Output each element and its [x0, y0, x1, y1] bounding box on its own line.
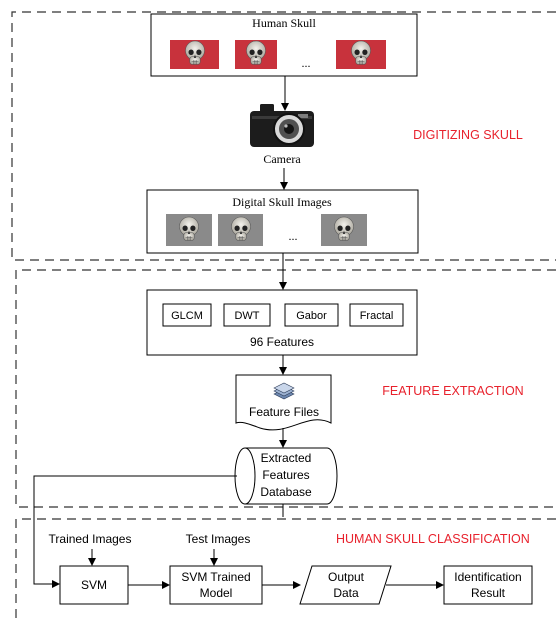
- section-label-classification: HUMAN SKULL CLASSIFICATION: [336, 532, 530, 546]
- output-data-line1: Output: [328, 570, 365, 584]
- skull-photo: [336, 40, 386, 69]
- human-skull-title: Human Skull: [252, 16, 316, 30]
- gabor-label: Gabor: [296, 310, 327, 322]
- section-label-digitizing: DIGITIZING SKULL: [413, 128, 523, 142]
- connector: [33, 475, 237, 588]
- gray-skull-photo: [321, 214, 367, 246]
- extracted-features-database: Extracted Features Database: [234, 447, 338, 505]
- dwt-label: DWT: [234, 310, 259, 322]
- output-data-node: Output Data: [299, 565, 392, 605]
- ellipsis-text: ...: [289, 229, 298, 243]
- section-boundaries: [11, 11, 556, 619]
- section-label-feature-extraction: FEATURE EXTRACTION: [382, 384, 523, 398]
- feature-files-document: Feature Files: [235, 374, 332, 431]
- test-images-label: Test Images: [186, 532, 251, 546]
- database-label-line2: Features: [262, 468, 309, 482]
- svm-trained-model-line2: Model: [200, 586, 233, 600]
- database-label-line1: Extracted: [261, 451, 312, 465]
- identification-result-line1: Identification: [454, 570, 521, 584]
- output-data-line2: Data: [333, 586, 359, 600]
- skull-photo: [170, 40, 219, 69]
- camera-icon: [250, 104, 314, 147]
- database-label-line3: Database: [260, 485, 312, 499]
- features-count-label: 96 Features: [250, 335, 314, 349]
- feature-files-label: Feature Files: [249, 405, 319, 419]
- identification-result-line2: Result: [471, 586, 506, 600]
- human-skull-box: Human Skull ...: [150, 13, 418, 77]
- feature-methods-box: GLCM DWT Gabor Fractal 96 Features: [146, 289, 418, 356]
- stack-icon: [273, 382, 295, 400]
- ellipsis-text: ...: [302, 56, 311, 70]
- trained-images-label: Trained Images: [49, 532, 132, 546]
- digital-skull-images-box: Digital Skull Images ...: [146, 189, 419, 254]
- svm-box: SVM: [59, 565, 129, 605]
- glcm-label: GLCM: [171, 310, 203, 322]
- digital-skull-images-title: Digital Skull Images: [232, 195, 332, 209]
- fractal-label: Fractal: [360, 310, 394, 322]
- feature-section-border: [15, 269, 556, 508]
- camera-label: Camera: [263, 152, 301, 166]
- classification-section-border: [15, 518, 556, 619]
- gray-skull-photo: [218, 214, 263, 246]
- skull-photo: [235, 40, 277, 69]
- identification-result-box: Identification Result: [443, 565, 533, 605]
- svm-trained-model-box: SVM Trained Model: [169, 565, 263, 605]
- svm-label: SVM: [81, 578, 107, 592]
- svm-trained-model-line1: SVM Trained: [181, 570, 250, 584]
- gray-skull-photo: [166, 214, 212, 246]
- digitizing-section-border: [11, 11, 556, 261]
